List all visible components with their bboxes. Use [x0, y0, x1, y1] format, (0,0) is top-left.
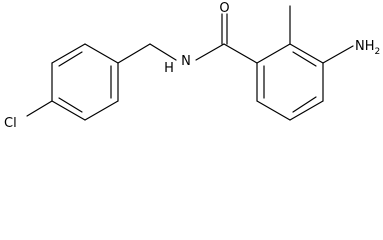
amine-label: NH2	[355, 39, 380, 57]
ring-bond	[51, 100, 86, 121]
amide-nitrogen-label: N	[181, 54, 191, 69]
chlorine-label: Cl	[4, 116, 17, 131]
ring-bond	[256, 100, 291, 121]
ring-bond	[289, 100, 324, 121]
methylene-aryl-bond	[117, 43, 151, 64]
amide-bond	[195, 43, 225, 61]
amine-label-main: NH	[355, 39, 375, 54]
ring-bond	[51, 43, 86, 64]
amine-label-subscript: 2	[375, 47, 381, 57]
chlorine-bond	[26, 100, 53, 117]
structure-diagram: O NH2 N H Cl	[4, 1, 380, 131]
aryl-carbonyl-bond	[223, 43, 258, 64]
n-methylene-bond	[149, 43, 177, 61]
ring-bond	[289, 43, 324, 64]
benzamide-ring	[256, 43, 324, 121]
ring-double-bond	[292, 51, 317, 67]
chlorophenyl-ring	[51, 43, 119, 121]
amine-bond	[322, 45, 354, 64]
oxygen-label: O	[219, 1, 229, 16]
ring-double-bond	[58, 51, 83, 67]
ring-bond	[84, 100, 119, 121]
ring-bond	[256, 43, 291, 64]
ring-double-bond	[292, 96, 317, 113]
ring-double-bond	[58, 97, 83, 113]
ring-bond	[84, 43, 119, 64]
amide-hydrogen-label: H	[164, 61, 174, 76]
